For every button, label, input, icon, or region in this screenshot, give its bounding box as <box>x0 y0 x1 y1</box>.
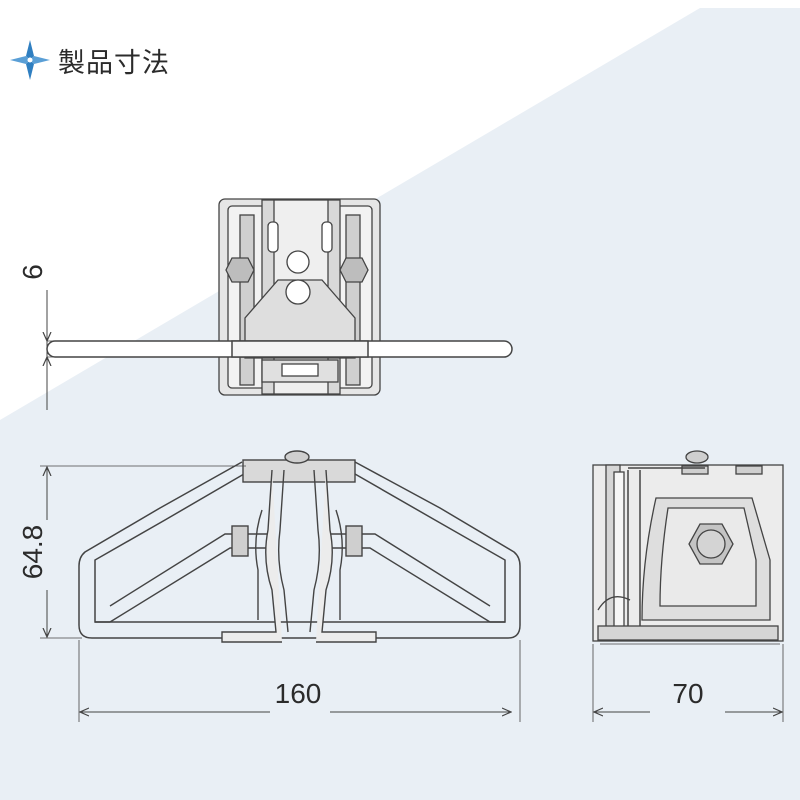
front-view <box>78 450 521 643</box>
depth-dimension <box>592 644 784 722</box>
height-label: 64.8 <box>17 525 48 580</box>
section-header: 製品寸法 <box>8 38 170 82</box>
thickness-label: 6 <box>17 264 48 280</box>
thickness-dimension <box>47 290 240 410</box>
side-view <box>592 450 784 645</box>
page-title: 製品寸法 <box>58 47 170 79</box>
compass-star-icon <box>10 40 50 80</box>
width-label: 160 <box>275 678 322 709</box>
height-dimension <box>40 465 246 639</box>
depth-label: 70 <box>672 678 703 709</box>
top-view <box>46 198 513 396</box>
width-dimension <box>78 640 521 722</box>
